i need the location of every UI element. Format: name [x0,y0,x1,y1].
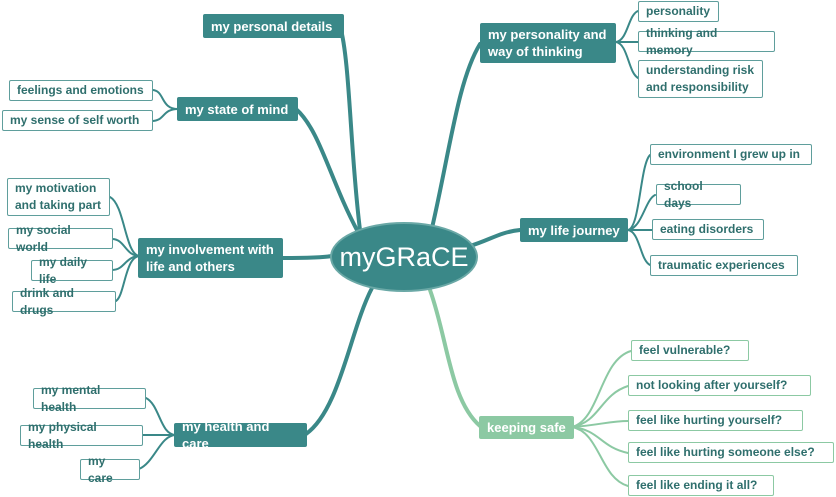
node-my-involvement-with-life[interactable]: my involvement with life and others [138,238,283,278]
leaf-label: my mental health [41,382,101,414]
node-my-state-of-mind[interactable]: my state of mind [177,97,298,121]
leaf-label: my sense of self worth [10,113,140,127]
node-my-health-and-care[interactable]: my health and care [174,419,307,451]
leaf-label: my care [88,453,113,485]
node-label: my personal details [211,18,333,34]
node-label: my health and care [182,419,270,451]
leaf-feel-like-hurting-someone-else[interactable]: feel like hurting someone else? [628,442,834,463]
leaf-label: my daily life [39,254,88,286]
leaf-label: school days [664,178,703,210]
leaf-my-physical-health[interactable]: my physical health [20,420,143,451]
leaf-my-social-world[interactable]: my social world [8,223,113,254]
leaf-understanding-risk[interactable]: understanding risk and responsibility [638,60,763,98]
leaf-feel-like-ending-it-all[interactable]: feel like ending it all? [628,475,774,496]
center-node[interactable]: myGRaCE [330,222,478,292]
leaf-eating-disorders[interactable]: eating disorders [652,219,764,240]
leaf-traumatic-experiences[interactable]: traumatic experiences [650,255,798,276]
leaf-personality[interactable]: personality [638,1,719,22]
leaf-label: feel vulnerable? [639,343,731,357]
leaf-label: not looking after yourself? [636,378,788,392]
node-my-personal-details[interactable]: my personal details [203,14,344,38]
leaf-my-sense-of-self-worth[interactable]: my sense of self worth [2,110,153,131]
link-involvement [281,254,334,260]
leaf-feel-like-hurting-yourself[interactable]: feel like hurting yourself? [628,410,803,431]
node-label: my state of mind [185,101,289,117]
leaf-label: environment I grew up in [658,147,801,161]
leaf-label: feelings and emotions [17,83,144,97]
leaf-label: traumatic experiences [658,258,785,272]
link-personality [430,42,482,230]
leaf-label: my physical health [28,419,97,451]
leaf-label: understanding risk and responsibility [646,63,755,94]
leaf-label: eating disorders [660,222,754,236]
node-my-personality[interactable]: my personality and way of thinking [480,23,616,63]
node-label: my involvement with life and others [146,242,274,274]
leaf-label: feel like ending it all? [636,478,758,492]
leaf-not-looking-after-yourself[interactable]: not looking after yourself? [628,375,811,396]
leaf-my-motivation[interactable]: my motivation and taking part [7,178,110,216]
link-keeping-safe [428,288,482,428]
leaf-thinking-and-memory[interactable]: thinking and memory [638,26,775,57]
leaf-my-mental-health[interactable]: my mental health [33,383,146,414]
link-personal-details [338,24,362,232]
node-my-life-journey[interactable]: my life journey [520,218,628,242]
link-state-of-mind [294,107,360,234]
leaf-school-days[interactable]: school days [656,179,741,210]
leaf-drink-and-drugs[interactable]: drink and drugs [12,286,116,317]
center-label: myGRaCE [339,241,469,272]
leaf-feelings-and-emotions[interactable]: feelings and emotions [9,80,153,101]
link-health-care [304,286,374,436]
leaf-my-care[interactable]: my care [80,454,140,485]
leaf-label: feel like hurting someone else? [636,445,815,459]
leaf-label: feel like hurting yourself? [636,413,783,427]
leaf-label: thinking and memory [646,25,718,57]
leaf-label: my social world [16,222,71,254]
node-keeping-safe[interactable]: keeping safe [479,416,574,439]
leaf-label: drink and drugs [20,285,75,317]
node-label: my personality and way of thinking [488,27,607,59]
link-life-journey [468,228,522,248]
leaf-label: personality [646,4,711,18]
leaf-label: my motivation and taking part [15,181,102,212]
leaf-feel-vulnerable[interactable]: feel vulnerable? [631,340,749,361]
node-label: my life journey [528,222,620,238]
leaf-environment-grew-up[interactable]: environment I grew up in [650,144,812,165]
node-label: keeping safe [487,420,566,435]
leaf-my-daily-life[interactable]: my daily life [31,255,113,286]
